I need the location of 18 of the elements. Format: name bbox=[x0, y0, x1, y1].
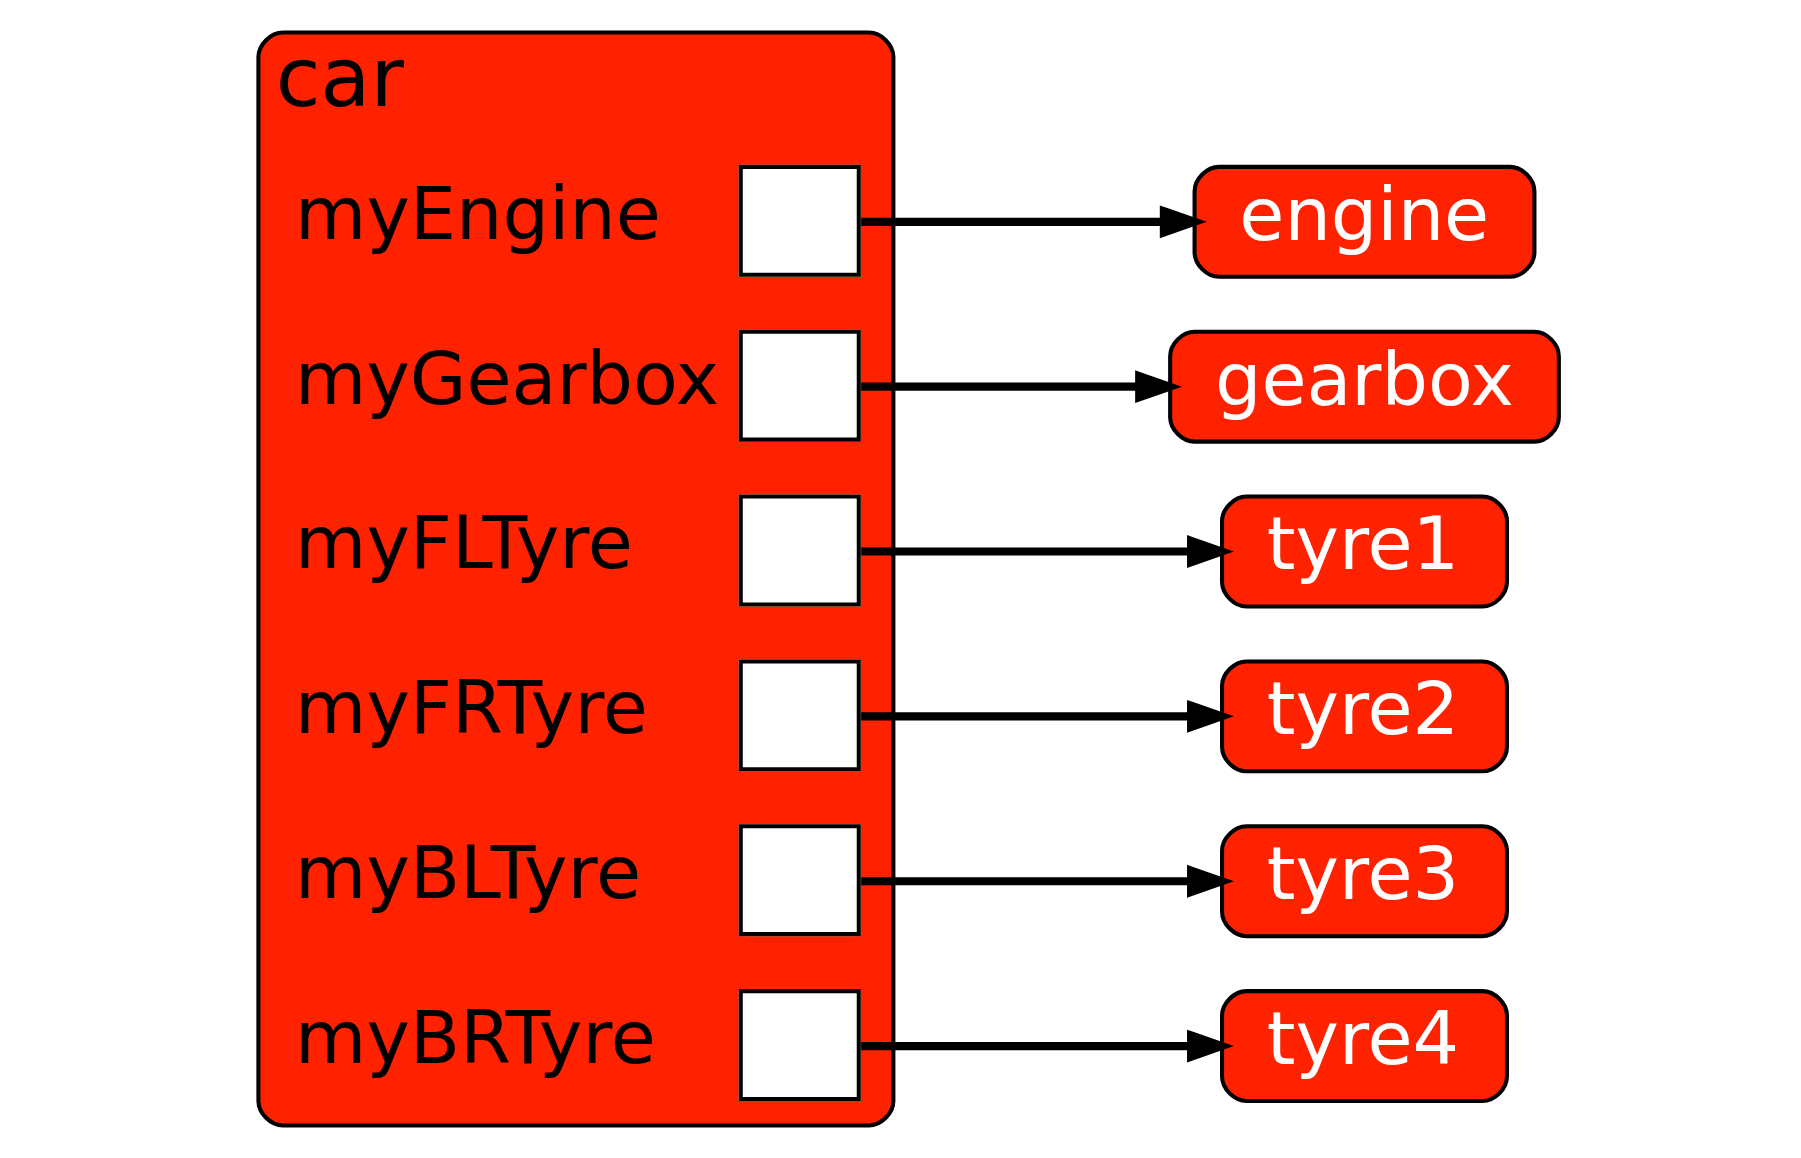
arrow bbox=[861, 1029, 1234, 1063]
node-label: myBLTyre bbox=[295, 830, 641, 916]
arrow bbox=[861, 370, 1183, 404]
node-box: engine bbox=[1192, 164, 1537, 279]
arrow bbox=[861, 205, 1207, 239]
node-label: myGearbox bbox=[295, 335, 720, 421]
node-box: tyre2 bbox=[1220, 659, 1509, 774]
arrow bbox=[861, 864, 1234, 898]
node-label: myBRTyre bbox=[295, 994, 656, 1080]
node-label: myEngine bbox=[295, 170, 661, 256]
node-label: myFRTyre bbox=[295, 665, 648, 751]
node-box: gearbox bbox=[1168, 329, 1561, 444]
node-box: tyre3 bbox=[1220, 824, 1509, 939]
node-box: tyre4 bbox=[1220, 989, 1509, 1104]
node-label: myFLTyre bbox=[295, 500, 633, 586]
arrow bbox=[861, 535, 1234, 568]
arrow bbox=[861, 699, 1234, 733]
node-box: tyre1 bbox=[1220, 494, 1509, 609]
